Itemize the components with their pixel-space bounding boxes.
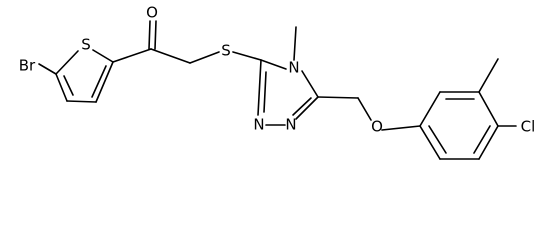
bond-n2-c3 xyxy=(257,59,262,116)
bond-c2-carbonyl xyxy=(112,48,152,63)
bond-br-c xyxy=(38,63,57,75)
molecule-canvas: Br S O S N N N O Cl xyxy=(19,4,536,160)
bond-carbonyl-o-a xyxy=(148,20,151,50)
bond-c5-n1 xyxy=(295,96,319,120)
bond-ch2-s xyxy=(189,51,220,64)
atom-cl: Cl xyxy=(521,118,536,136)
bond-ar-methyl xyxy=(478,58,499,93)
bond-c5-ch2 xyxy=(317,96,359,99)
bond-ar-c3-c4 xyxy=(478,91,499,127)
atom-labels: Br S O S N N N O Cl xyxy=(19,4,536,136)
structure-diagram: Br S O S N N N O Cl xyxy=(19,4,536,160)
bond-thiophene-c3-c4 xyxy=(66,100,97,103)
bond-c3-n4 xyxy=(260,59,287,70)
bond-n2-c3-inner xyxy=(263,71,267,113)
bonds xyxy=(38,20,517,160)
bond-ar-c6-c1 xyxy=(419,125,441,160)
atom-o-carbonyl: O xyxy=(146,4,158,22)
bond-s-c3 xyxy=(232,51,262,61)
atom-n-ring-1: N xyxy=(285,116,296,134)
bond-thiophene-c2-c3-inner xyxy=(91,65,107,98)
atom-br: Br xyxy=(19,57,36,75)
bond-ar-c1-c2 xyxy=(419,91,441,127)
bond-ar-c4-c5 xyxy=(478,125,499,160)
bond-c5-n1-inner xyxy=(292,97,312,116)
bond-ar-c4-c5-inner xyxy=(473,125,491,154)
bond-thiophene-c4-c5-inner xyxy=(63,75,74,96)
bond-thiophene-c4-c5 xyxy=(55,73,68,102)
bond-thiophene-s-c2 xyxy=(92,49,114,63)
atom-o-ether: O xyxy=(371,118,383,136)
atom-s-thiophene: S xyxy=(81,36,91,54)
bond-ch2-o xyxy=(357,97,372,121)
bond-thiophene-c2-c3 xyxy=(95,61,114,103)
bond-carbonyl-o-b xyxy=(154,20,157,50)
bond-o-aryl xyxy=(381,125,421,131)
bond-carbonyl-ch2 xyxy=(150,48,191,64)
bond-thiophene-c5-s xyxy=(55,50,79,75)
atom-n-ring-2: N xyxy=(253,116,264,134)
atom-n-methyl: N xyxy=(288,59,299,77)
bond-n4-methyl xyxy=(293,26,297,61)
bond-n4-c5 xyxy=(301,70,319,98)
atom-s-thioether: S xyxy=(221,42,231,60)
bond-ar-c6-c1-inner xyxy=(428,125,447,154)
